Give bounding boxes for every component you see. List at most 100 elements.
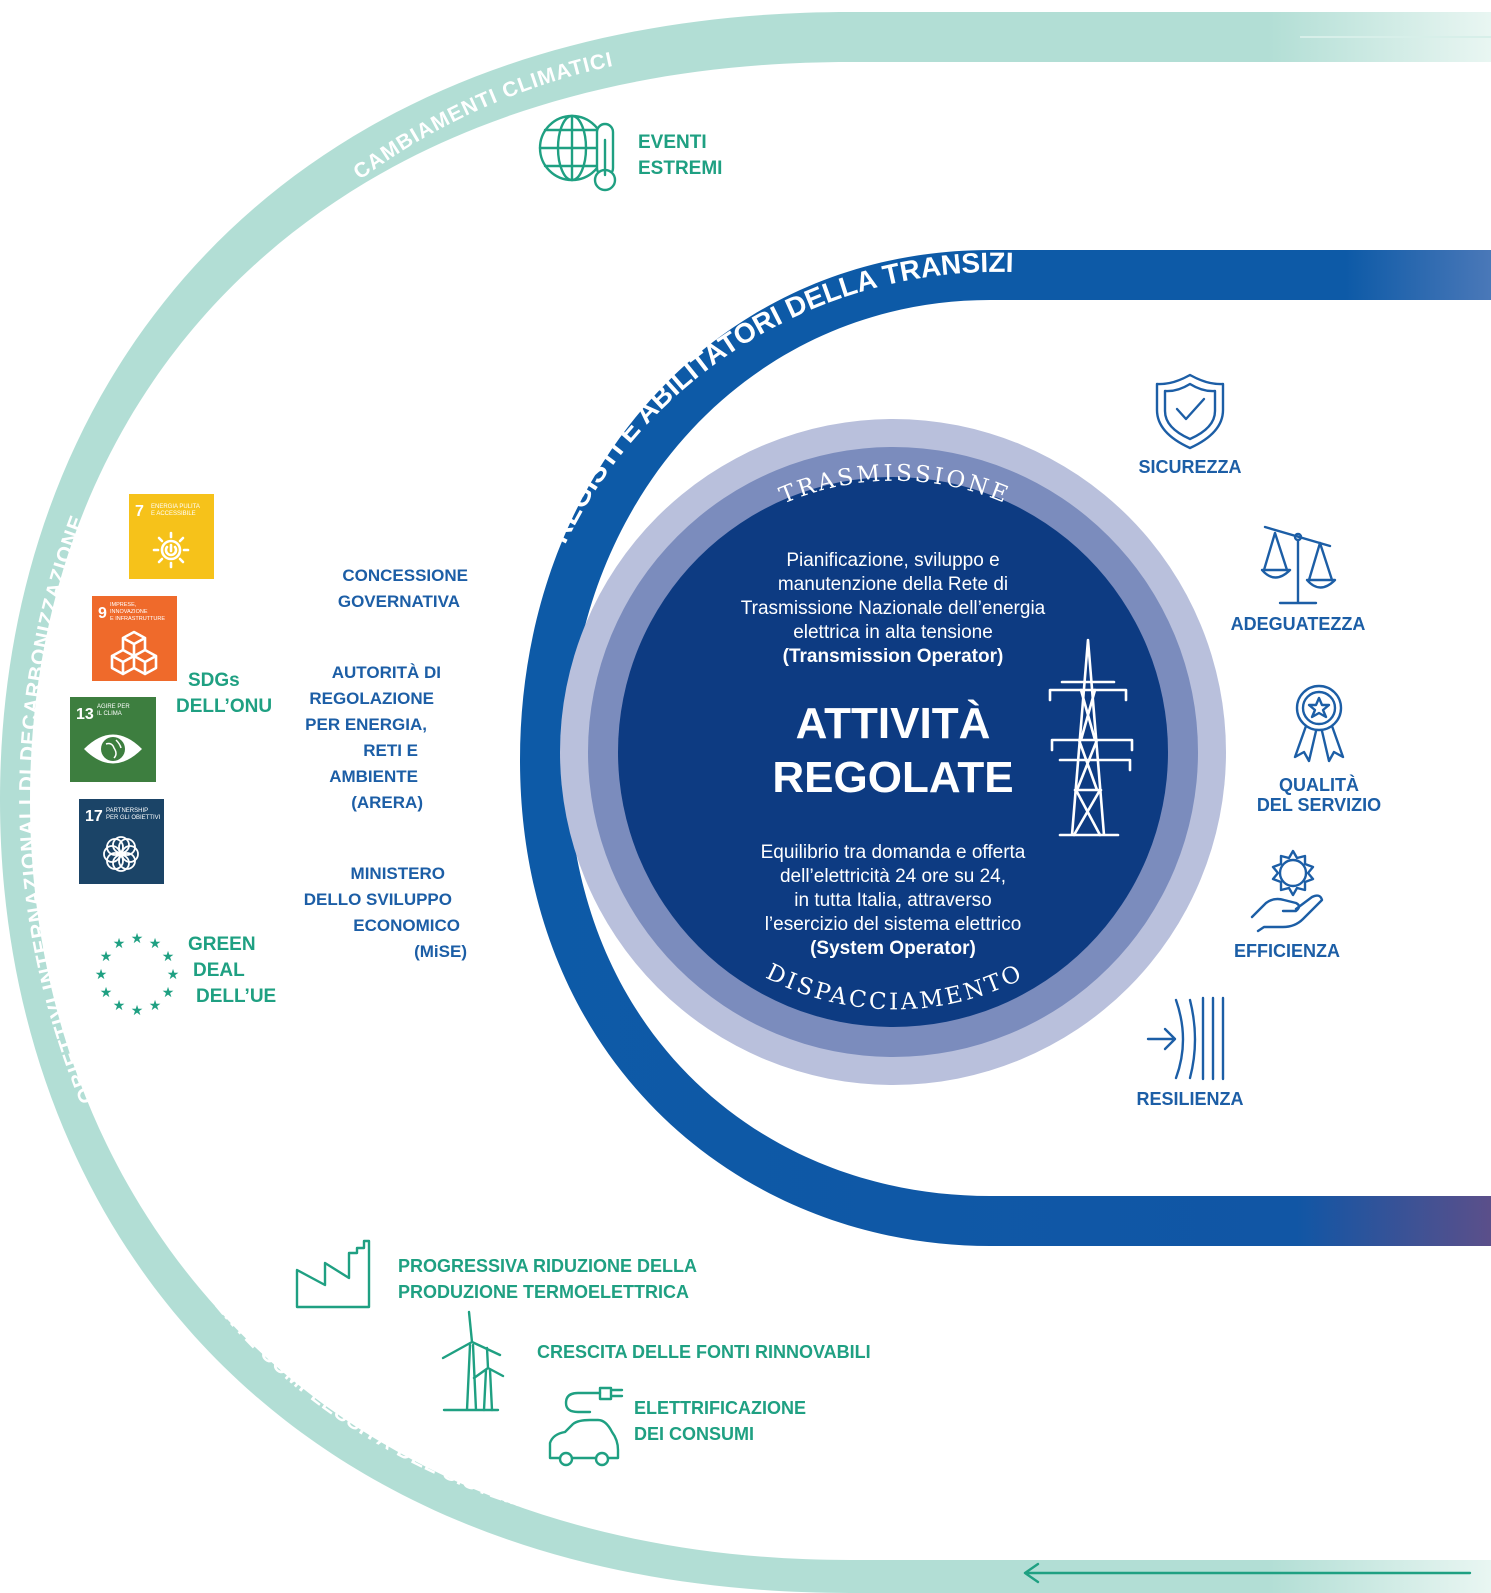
svg-text:★: ★ <box>95 967 108 983</box>
wind-barrier-icon <box>1146 996 1225 1081</box>
svg-text:DEAL: DEAL <box>193 960 245 981</box>
svg-text:dell’elettricità 24 ore su 24,: dell’elettricità 24 ore su 24, <box>780 866 1006 887</box>
sun-power-icon <box>152 531 190 569</box>
svg-text:DEI CONSUMI: DEI CONSUMI <box>634 1424 754 1444</box>
svg-text:17: 17 <box>85 808 103 825</box>
svg-text:DEL SERVIZIO: DEL SERVIZIO <box>1257 795 1381 815</box>
flower-rings-icon <box>103 836 139 872</box>
svg-text:IMPRESE,: IMPRESE, <box>110 602 137 608</box>
sdgs-label: SDGs DELL’ONU <box>176 670 272 717</box>
center-title-line1: ATTIVITÀ <box>796 698 991 748</box>
center-title-line2: REGOLATE <box>772 753 1013 802</box>
inner-band-bottom <box>520 760 1491 1246</box>
svg-text:Trasmissione Nazionale dell’en: Trasmissione Nazionale dell’energia <box>741 598 1046 619</box>
hand-coin-icon <box>1250 849 1324 933</box>
svg-text:DELLO SVILUPPO: DELLO SVILUPPO <box>304 890 452 909</box>
svg-text:ECONOMICO: ECONOMICO <box>353 916 460 935</box>
elettrificazione-label: ELETTRIFICAZIONE DEI CONSUMI <box>634 1398 806 1444</box>
svg-text:Equilibrio tra domanda e offer: Equilibrio tra domanda e offerta <box>761 842 1026 863</box>
svg-text:9: 9 <box>98 605 107 622</box>
wind-turbine-icon <box>441 1310 505 1412</box>
svg-text:EVENTI: EVENTI <box>638 132 707 153</box>
svg-text:MINISTERO: MINISTERO <box>351 864 445 883</box>
resilienza-label: RESILIENZA <box>1136 1089 1243 1109</box>
center-bottom-description: Equilibrio tra domanda e offerta dell’el… <box>761 842 1026 959</box>
svg-text:AGIRE PER: AGIRE PER <box>97 704 130 710</box>
fonti-rinnovabili-label: CRESCITA DELLE FONTI RINNOVABILI <box>537 1342 871 1362</box>
svg-text:Pianificazione, sviluppo e: Pianificazione, sviluppo e <box>786 550 999 571</box>
svg-text:★: ★ <box>149 998 162 1014</box>
concessione-governativa-label: CONCESSIONE GOVERNATIVA <box>338 566 468 611</box>
svg-text:GOVERNATIVA: GOVERNATIVA <box>338 592 460 611</box>
eventi-estremi-label: EVENTI ESTREMI <box>638 132 722 179</box>
svg-text:RETI E: RETI E <box>363 741 418 760</box>
svg-text:(ARERA): (ARERA) <box>351 793 423 812</box>
svg-text:PARTNERSHIP: PARTNERSHIP <box>106 808 148 814</box>
svg-text:DELL’UE: DELL’UE <box>196 986 276 1007</box>
sdg-tile-9: 9 IMPRESE, INNOVAZIONE E INFRASTRUTTURE <box>92 596 177 681</box>
svg-text:ESTREMI: ESTREMI <box>638 158 722 179</box>
svg-text:elettrica in alta tensione: elettrica in alta tensione <box>793 622 993 643</box>
svg-text:in tutta Italia, attraverso: in tutta Italia, attraverso <box>794 890 992 911</box>
eu-stars-icon: ★★★ ★★★ ★★★ ★★★ <box>95 931 180 1019</box>
svg-text:E INFRASTRUTTURE: E INFRASTRUTTURE <box>110 616 165 622</box>
power-pylon-icon <box>1048 638 1134 837</box>
svg-text:E ACCESSIBILE: E ACCESSIBILE <box>151 511 196 517</box>
efficienza-label: EFFICIENZA <box>1234 941 1340 961</box>
svg-text:manutenzione della Rete di: manutenzione della Rete di <box>778 574 1008 595</box>
qualita-label: QUALITÀ DEL SERVIZIO <box>1257 774 1381 815</box>
svg-text:(MiSE): (MiSE) <box>414 942 467 961</box>
svg-text:PRODUZIONE TERMOELETTRICA: PRODUZIONE TERMOELETTRICA <box>398 1282 689 1302</box>
svg-text:QUALITÀ: QUALITÀ <box>1279 774 1359 795</box>
electric-car-icon <box>548 1386 624 1467</box>
svg-text:★: ★ <box>167 967 180 983</box>
mise-label: MINISTERO DELLO SVILUPPO ECONOMICO (MiSE… <box>304 864 467 961</box>
svg-text:PROGRESSIVA RIDUZIONE DELLA: PROGRESSIVA RIDUZIONE DELLA <box>398 1256 697 1276</box>
riduzione-termoelettrica-label: PROGRESSIVA RIDUZIONE DELLA PRODUZIONE T… <box>398 1256 697 1302</box>
system-operator-label: (System Operator) <box>810 938 976 959</box>
svg-text:INNOVAZIONE: INNOVAZIONE <box>110 609 148 615</box>
svg-text:PER GLI OBIETTIVI: PER GLI OBIETTIVI <box>106 815 161 821</box>
svg-text:ENERGIA PULITA: ENERGIA PULITA <box>151 504 200 510</box>
svg-text:PER ENERGIA,: PER ENERGIA, <box>305 715 427 734</box>
svg-text:★: ★ <box>113 998 126 1014</box>
svg-text:GREEN: GREEN <box>188 934 256 955</box>
svg-text:IL CLIMA: IL CLIMA <box>97 711 122 717</box>
scales-icon <box>1260 525 1337 605</box>
svg-text:★: ★ <box>149 936 162 952</box>
svg-text:l’esercizio del sistema elettr: l’esercizio del sistema elettrico <box>765 914 1022 935</box>
svg-text:CONCESSIONE: CONCESSIONE <box>342 566 468 585</box>
sdg-tile-13: 13 AGIRE PER IL CLIMA <box>70 697 156 782</box>
sdg-tile-17: 17 PARTNERSHIP PER GLI OBIETTIVI <box>79 799 164 884</box>
svg-text:AUTORITÀ DI: AUTORITÀ DI <box>332 663 441 682</box>
svg-text:7: 7 <box>135 503 144 520</box>
svg-text:★: ★ <box>100 949 113 965</box>
svg-text:★: ★ <box>113 936 126 952</box>
green-deal-label: GREEN DEAL DELL’UE <box>188 934 276 1007</box>
svg-text:★: ★ <box>100 985 113 1001</box>
factory-icon <box>295 1239 371 1309</box>
svg-text:DELL’ONU: DELL’ONU <box>176 696 272 717</box>
cubes-icon <box>110 630 158 676</box>
arera-label: AUTORITÀ DI REGOLAZIONE PER ENERGIA, RET… <box>305 663 441 812</box>
sicurezza-label: SICUREZZA <box>1139 457 1242 477</box>
sdg-tile-7: 7 ENERGIA PULITA E ACCESSIBILE <box>129 494 214 579</box>
svg-text:★: ★ <box>131 1003 144 1019</box>
svg-text:★: ★ <box>162 985 175 1001</box>
eye-globe-icon <box>84 734 142 764</box>
globe-thermometer-icon <box>538 114 617 192</box>
adeguatezza-label: ADEGUATEZZA <box>1231 614 1366 634</box>
core-circle <box>618 477 1168 1027</box>
svg-text:REGOLAZIONE: REGOLAZIONE <box>309 689 434 708</box>
svg-text:SDGs: SDGs <box>188 670 240 691</box>
left-arrow-icon <box>1023 1562 1472 1584</box>
svg-text:13: 13 <box>76 706 94 723</box>
svg-text:★: ★ <box>131 931 144 947</box>
shield-check-icon <box>1155 373 1225 450</box>
svg-text:ELETTRIFICAZIONE: ELETTRIFICAZIONE <box>634 1398 806 1418</box>
svg-text:AMBIENTE: AMBIENTE <box>329 767 418 786</box>
svg-text:★: ★ <box>162 949 175 965</box>
award-medal-icon <box>1293 684 1345 763</box>
center-top-description: Pianificazione, sviluppo e manutenzione … <box>741 550 1046 667</box>
